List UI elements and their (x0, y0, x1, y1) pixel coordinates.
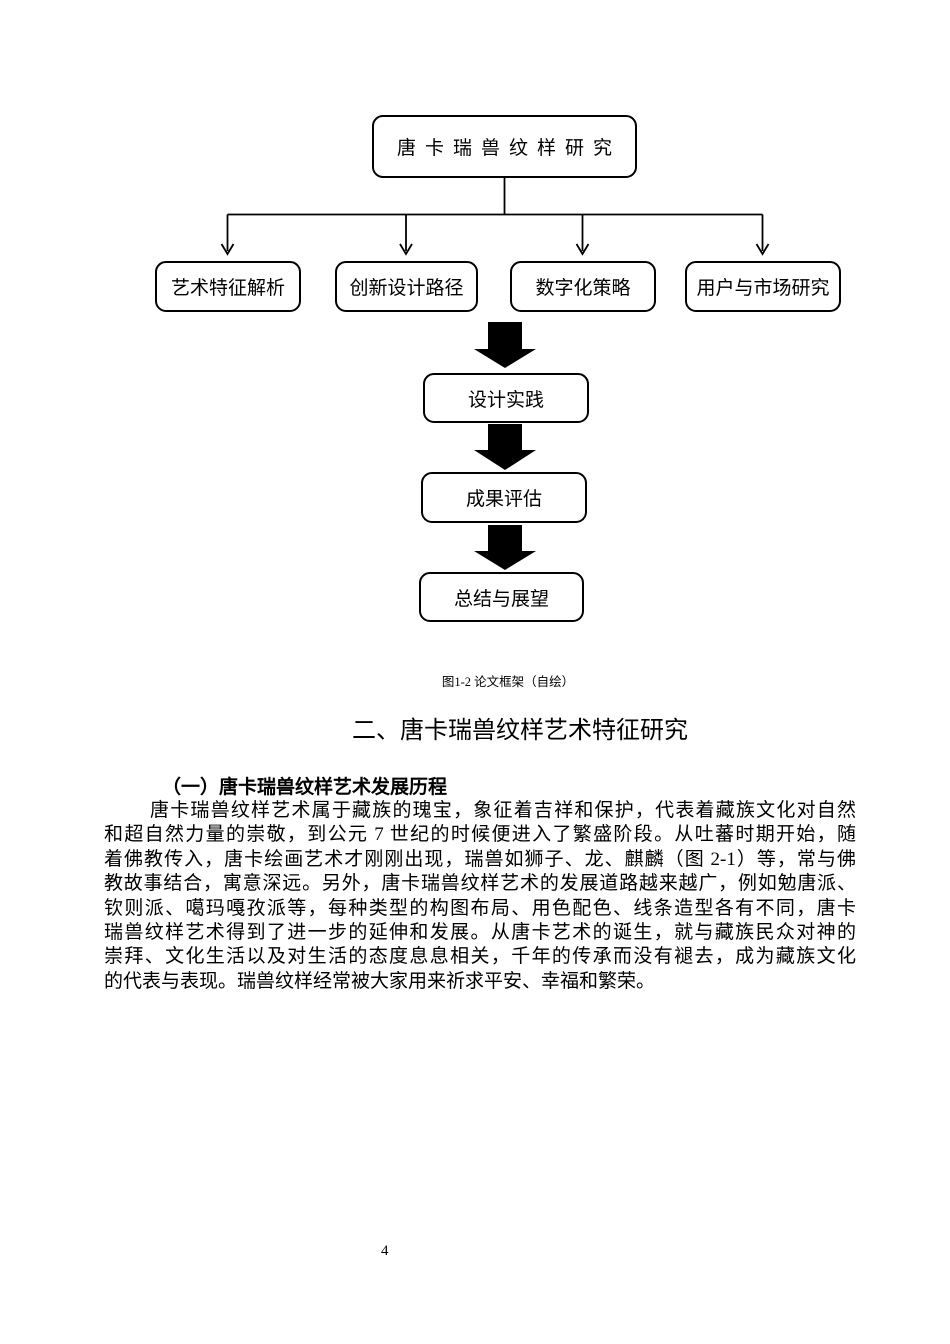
flowchart-root-box: 唐卡瑞兽纹样研究 (372, 115, 637, 178)
flowchart-step-box: 设计实践 (423, 373, 589, 423)
flowchart-step-box: 总结与展望 (419, 572, 584, 622)
flowchart-branch-label: 艺术特征解析 (170, 278, 285, 299)
down-arrowhead-icon (575, 243, 590, 256)
flowchart-step-box: 成果评估 (421, 472, 587, 523)
flowchart-branch-box: 创新设计路径 (335, 261, 478, 312)
body-line: 和超自然力量的崇敬，到公元 7 世纪的时候便进入了繁盛阶段。从吐蕃时期开始，随 (104, 824, 856, 846)
flowchart-branch-box: 数字化策略 (510, 261, 656, 312)
body-paragraph: 唐卡瑞兽纹样艺术属于藏族的瑰宝，象征着吉祥和保护，代表着藏族文化对自然 和超自然… (104, 799, 856, 994)
body-line: 钦则派、噶玛嘎孜派等，每种类型的构图布局、用色配色、线条造型各有不同，唐卡 (104, 897, 856, 919)
block-arrow-down-icon (474, 424, 536, 470)
down-arrowhead-icon (755, 243, 770, 256)
body-line: 唐卡瑞兽纹样艺术属于藏族的瑰宝，象征着吉祥和保护，代表着藏族文化对自然 (150, 800, 856, 821)
down-arrowhead-icon (220, 243, 235, 256)
block-arrow-down-icon (474, 322, 536, 368)
block-arrow-down-icon (474, 525, 536, 570)
section-heading: 二、唐卡瑞兽纹样艺术特征研究 (352, 718, 688, 744)
flowchart-connectors (220, 177, 770, 570)
flowchart-branch-box: 用户与市场研究 (685, 261, 841, 312)
flowchart-branch-label: 创新设计路径 (349, 278, 464, 299)
body-line: 瑞兽纹样艺术得到了进一步的延伸和发展。从唐卡艺术的诞生，就与藏族民众对神的 (104, 922, 856, 944)
flowchart-step-label: 成果评估 (465, 489, 542, 510)
flowchart-step-label: 总结与展望 (453, 588, 549, 610)
figure-caption: 图1-2 论文框架（自绘） (441, 675, 575, 689)
flowchart-branch-label: 数字化策略 (535, 278, 631, 299)
flowchart-step-label: 设计实践 (467, 389, 544, 411)
body-line: 教故事结合，寓意深远。另外，唐卡瑞兽纹样艺术的发展道路越来越广，例如勉唐派、 (104, 873, 856, 895)
body-line: 的代表与表现。瑞兽纹样经常被大家用来祈求平安、幸福和繁荣。 (104, 970, 656, 992)
sub-heading: （一）唐卡瑞兽纹样艺术发展历程 (162, 777, 448, 798)
branch-arrows (220, 214, 770, 256)
down-arrowhead-icon (399, 243, 413, 256)
page-number: 4 (381, 1243, 389, 1259)
flowchart-branch-label: 用户与市场研究 (696, 278, 830, 299)
flowchart-branch-box: 艺术特征解析 (155, 261, 301, 312)
body-line: 着佛教传入，唐卡绘画艺术才刚刚出现，瑞兽如狮子、龙、麒麟（图 2-1）等，常与佛 (104, 848, 856, 870)
body-line: 崇拜、文化生活以及对生活的态度息息相关，千年的传承而没有褪去，成为藏族文化 (104, 946, 856, 968)
flowchart-root-label: 唐卡瑞兽纹样研究 (396, 138, 621, 159)
